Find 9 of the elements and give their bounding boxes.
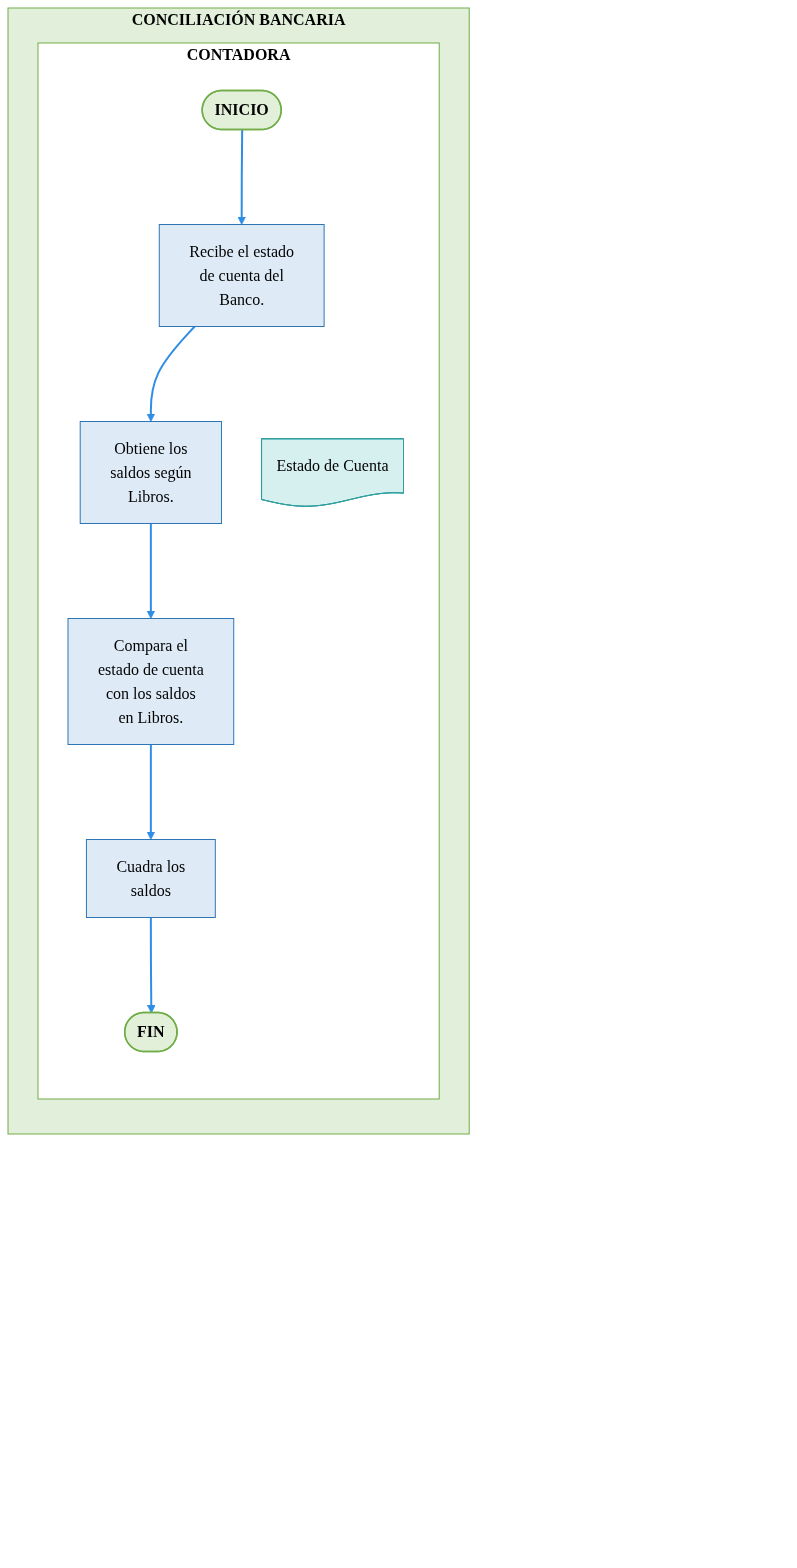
arrow [146,325,196,422]
arrow [146,522,156,619]
node-box: Recibe el estado de cuenta del Banco. [158,224,325,327]
node-box: Cuadra los saldos [85,839,216,918]
arrow [237,129,247,225]
node-box: Compara el estado de cuenta con los saldos en Libros. [67,618,235,745]
node-box: Obtiene los saldos según Libros. [79,421,223,524]
arrow [146,743,156,840]
arrow [146,916,156,1014]
